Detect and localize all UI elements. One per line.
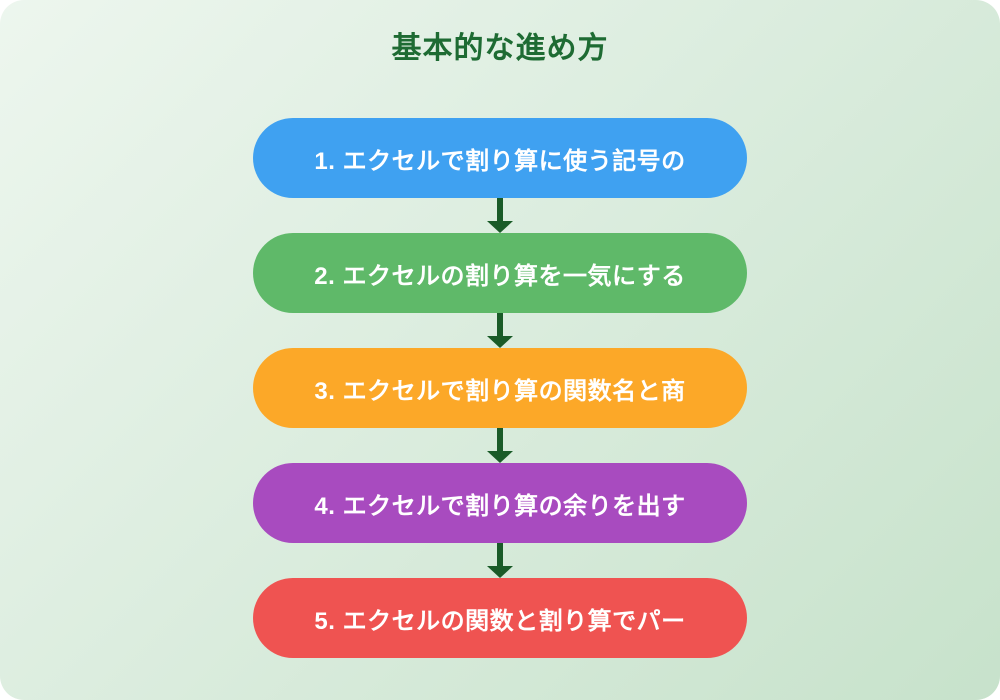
step-5-label: 5. エクセルの関数と割り算でパー bbox=[314, 607, 686, 635]
arrow-down-icon bbox=[487, 198, 513, 233]
arrow-head bbox=[487, 221, 513, 233]
arrow-down-icon bbox=[487, 543, 513, 578]
step-2-pill: 2. エクセルの割り算を一気にする bbox=[253, 233, 747, 313]
flow-steps: 1. エクセルで割り算に使う記号の 2. エクセルの割り算を一気にする 3. エ… bbox=[0, 118, 1000, 658]
step-5-pill: 5. エクセルの関数と割り算でパー bbox=[253, 578, 747, 658]
arrow-down-icon bbox=[487, 428, 513, 463]
arrow-head bbox=[487, 451, 513, 463]
step-3-pill: 3. エクセルで割り算の関数名と商 bbox=[253, 348, 747, 428]
step-4-pill: 4. エクセルで割り算の余りを出す bbox=[253, 463, 747, 543]
arrow-stem bbox=[497, 198, 503, 221]
step-3-label: 3. エクセルで割り算の関数名と商 bbox=[314, 377, 686, 405]
arrow-stem bbox=[497, 543, 503, 566]
page-title: 基本的な進め方 bbox=[391, 32, 609, 65]
step-1-label: 1. エクセルで割り算に使う記号の bbox=[314, 147, 686, 175]
arrow-head bbox=[487, 566, 513, 578]
step-4-label: 4. エクセルで割り算の余りを出す bbox=[314, 492, 686, 520]
step-2-label: 2. エクセルの割り算を一気にする bbox=[314, 262, 686, 290]
arrow-stem bbox=[497, 428, 503, 451]
arrow-stem bbox=[497, 313, 503, 336]
arrow-down-icon bbox=[487, 313, 513, 348]
arrow-head bbox=[487, 336, 513, 348]
step-1-pill: 1. エクセルで割り算に使う記号の bbox=[253, 118, 747, 198]
